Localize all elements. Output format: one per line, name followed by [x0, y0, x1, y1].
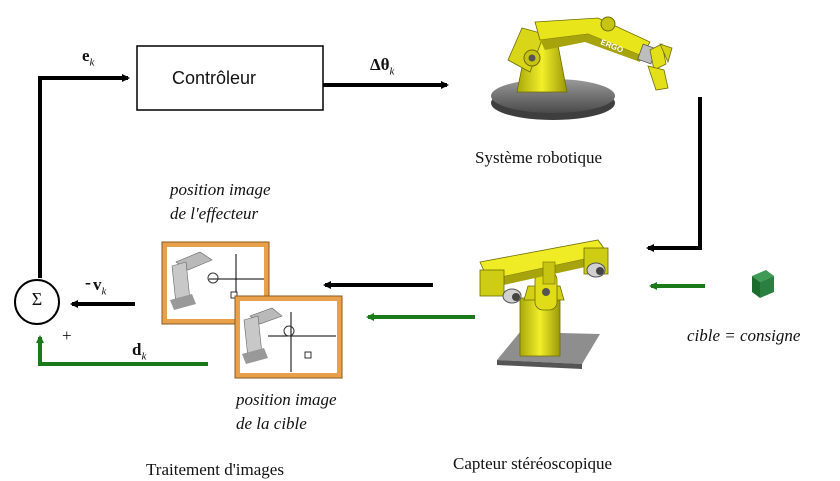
target-position-line-2: de la cible [236, 414, 307, 433]
processing-caption: Traitement d'images [146, 460, 284, 479]
controller-label: Contrôleur [172, 68, 257, 88]
vk-label: vk [93, 275, 107, 298]
effector-position-line-1: position image [170, 180, 271, 199]
target-image-frame [234, 295, 343, 379]
sum-symbol: Σ [31, 289, 43, 309]
minus-sign: - [85, 272, 91, 292]
sum-junction [14, 279, 60, 325]
target-cube [752, 270, 774, 298]
robot-arm-illustration: ERGO [491, 16, 673, 120]
stereo-sensor-illustration [479, 239, 609, 369]
effector-image-frame [161, 241, 270, 325]
target-position-line-1: position image [236, 390, 337, 409]
error-signal-label: ek [82, 46, 95, 69]
delta-theta-label: Δθk [370, 55, 395, 78]
effector-position-line-2: de l'effecteur [170, 204, 259, 223]
target-label: cible = consigne [687, 326, 801, 345]
dk-arrow [36, 335, 208, 366]
plus-sign: + [62, 326, 72, 345]
dk-label: dk [132, 340, 147, 363]
error-arrow [38, 74, 130, 278]
robot-caption: Système robotique [475, 148, 603, 167]
sensor-caption: Capteur stéréoscopique [453, 454, 613, 473]
controller-box [136, 45, 324, 111]
robot-to-sensor-arrow [646, 97, 702, 252]
